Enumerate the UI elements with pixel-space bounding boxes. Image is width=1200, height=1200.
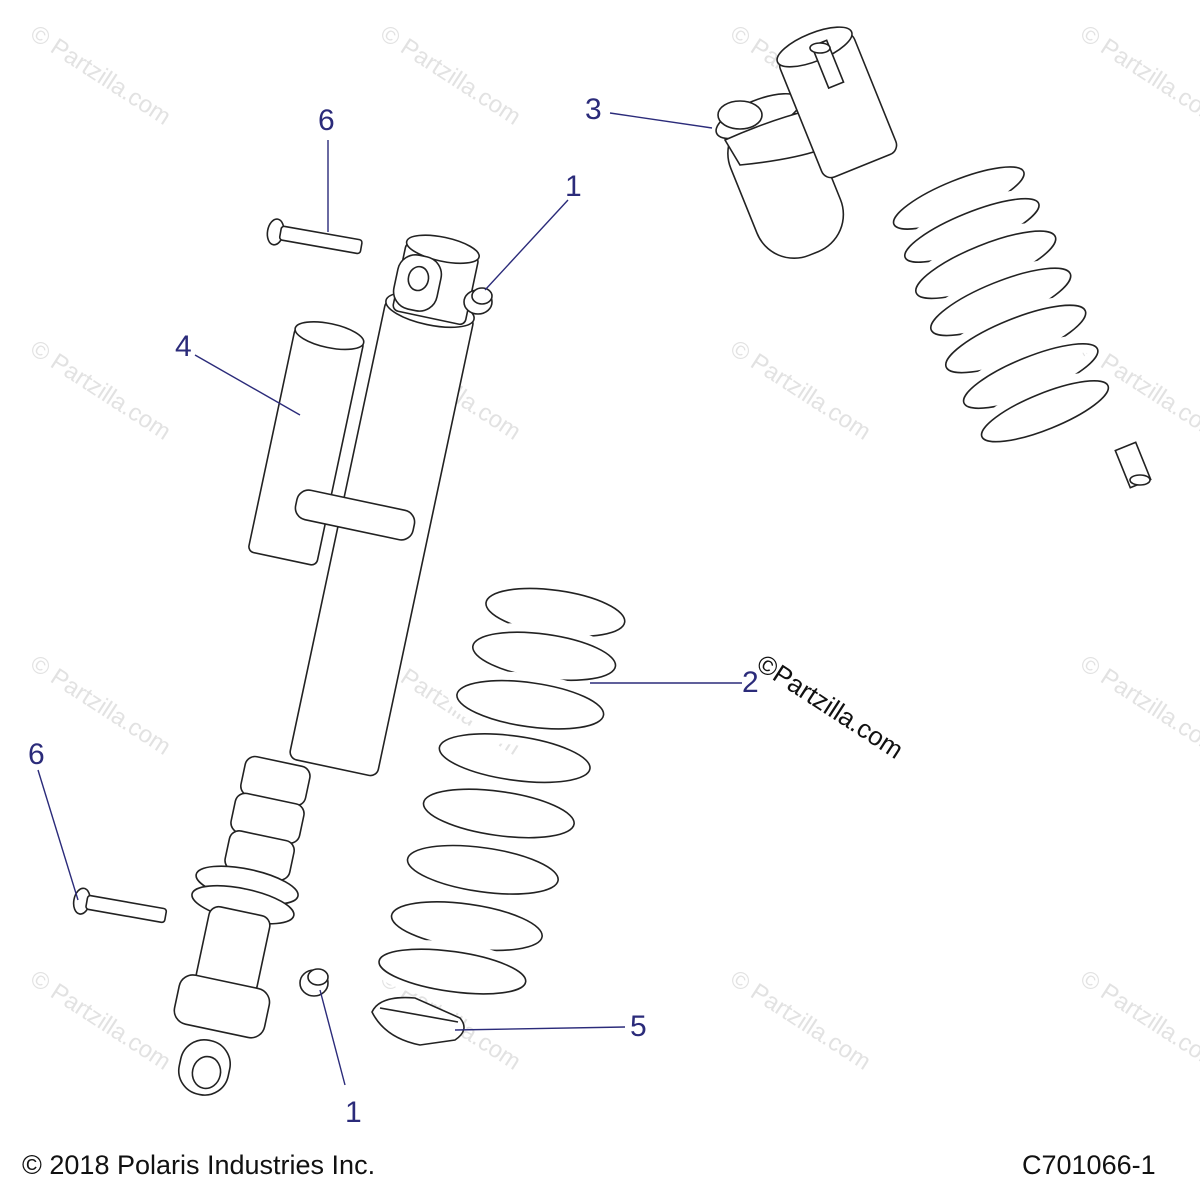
bushing-part-1-bottom[interactable] <box>299 968 329 997</box>
callout-6-left: 6 <box>28 738 45 771</box>
callout-5: 5 <box>630 1010 647 1043</box>
callout-4: 4 <box>175 330 192 363</box>
leader-line <box>609 112 713 129</box>
callout-6-top: 6 <box>318 104 335 137</box>
callout-3: 3 <box>585 93 602 126</box>
leader-line <box>454 1026 626 1031</box>
copyright-text: © 2018 Polaris Industries Inc. <box>22 1150 376 1180</box>
bolt-part-6-left[interactable] <box>72 887 168 929</box>
shock-assembly-part-3[interactable] <box>711 19 1152 489</box>
bolt-part-6-top[interactable] <box>265 218 363 260</box>
callout-1-bottom: 1 <box>345 1096 362 1129</box>
shock-body-part-4[interactable] <box>172 228 490 1099</box>
callout-2: 2 <box>742 666 759 699</box>
leader-line <box>484 199 569 291</box>
diagram-code: C701066-1 <box>1022 1150 1156 1180</box>
spring-seat-part-5[interactable] <box>371 996 465 1046</box>
coil-spring-part-2[interactable] <box>370 573 634 1008</box>
leader-line <box>194 354 301 416</box>
leader-line <box>37 769 79 901</box>
callout-1-top: 1 <box>565 170 582 203</box>
leader-line <box>319 989 346 1086</box>
bushing-part-1-top[interactable] <box>463 287 493 315</box>
